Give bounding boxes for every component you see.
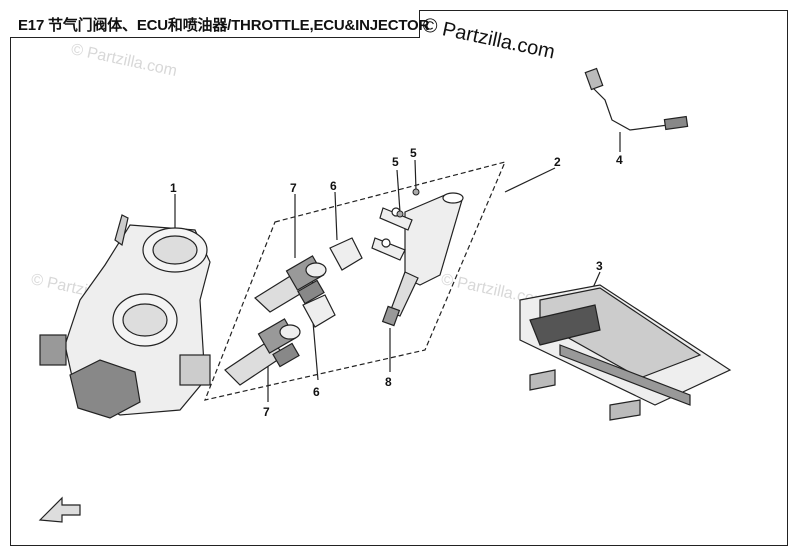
callout-4: 4 — [616, 153, 623, 167]
callout-6b: 6 — [313, 385, 320, 399]
callout-1: 1 — [170, 181, 177, 195]
callout-7a: 7 — [290, 181, 297, 195]
leader-5b — [414, 159, 417, 191]
callout-6a: 6 — [330, 179, 337, 193]
assembly-boundary — [204, 161, 507, 401]
pressure-regulator — [381, 271, 419, 327]
callout-2: 2 — [554, 155, 561, 169]
fuel-rail — [371, 192, 464, 286]
page-title: E17 节气门阀体、ECU和喷油器/THROTTLE,ECU&INJECTOR — [18, 17, 430, 34]
injector-lower — [224, 318, 301, 386]
callout-3: 3 — [596, 259, 603, 273]
callout-7b: 7 — [263, 405, 270, 419]
callout-5a: 5 — [392, 155, 399, 169]
injector-upper — [254, 255, 327, 313]
bolt-5 — [396, 188, 420, 218]
throttle-body — [39, 214, 211, 419]
leader-6b — [312, 321, 319, 381]
callout-5b: 5 — [410, 146, 417, 160]
title-box: E17 节气门阀体、ECU和喷油器/THROTTLE,ECU&INJECTOR — [10, 10, 429, 38]
injector-clip-lower — [302, 294, 336, 328]
leader-5a — [396, 169, 401, 213]
injector-clip-upper — [329, 237, 363, 271]
ecu — [519, 284, 732, 421]
front-arrow-icon — [38, 496, 81, 523]
leader-6a — [334, 191, 338, 241]
sensor-cable — [584, 67, 689, 131]
leader-2 — [504, 167, 556, 193]
callout-8: 8 — [385, 375, 392, 389]
